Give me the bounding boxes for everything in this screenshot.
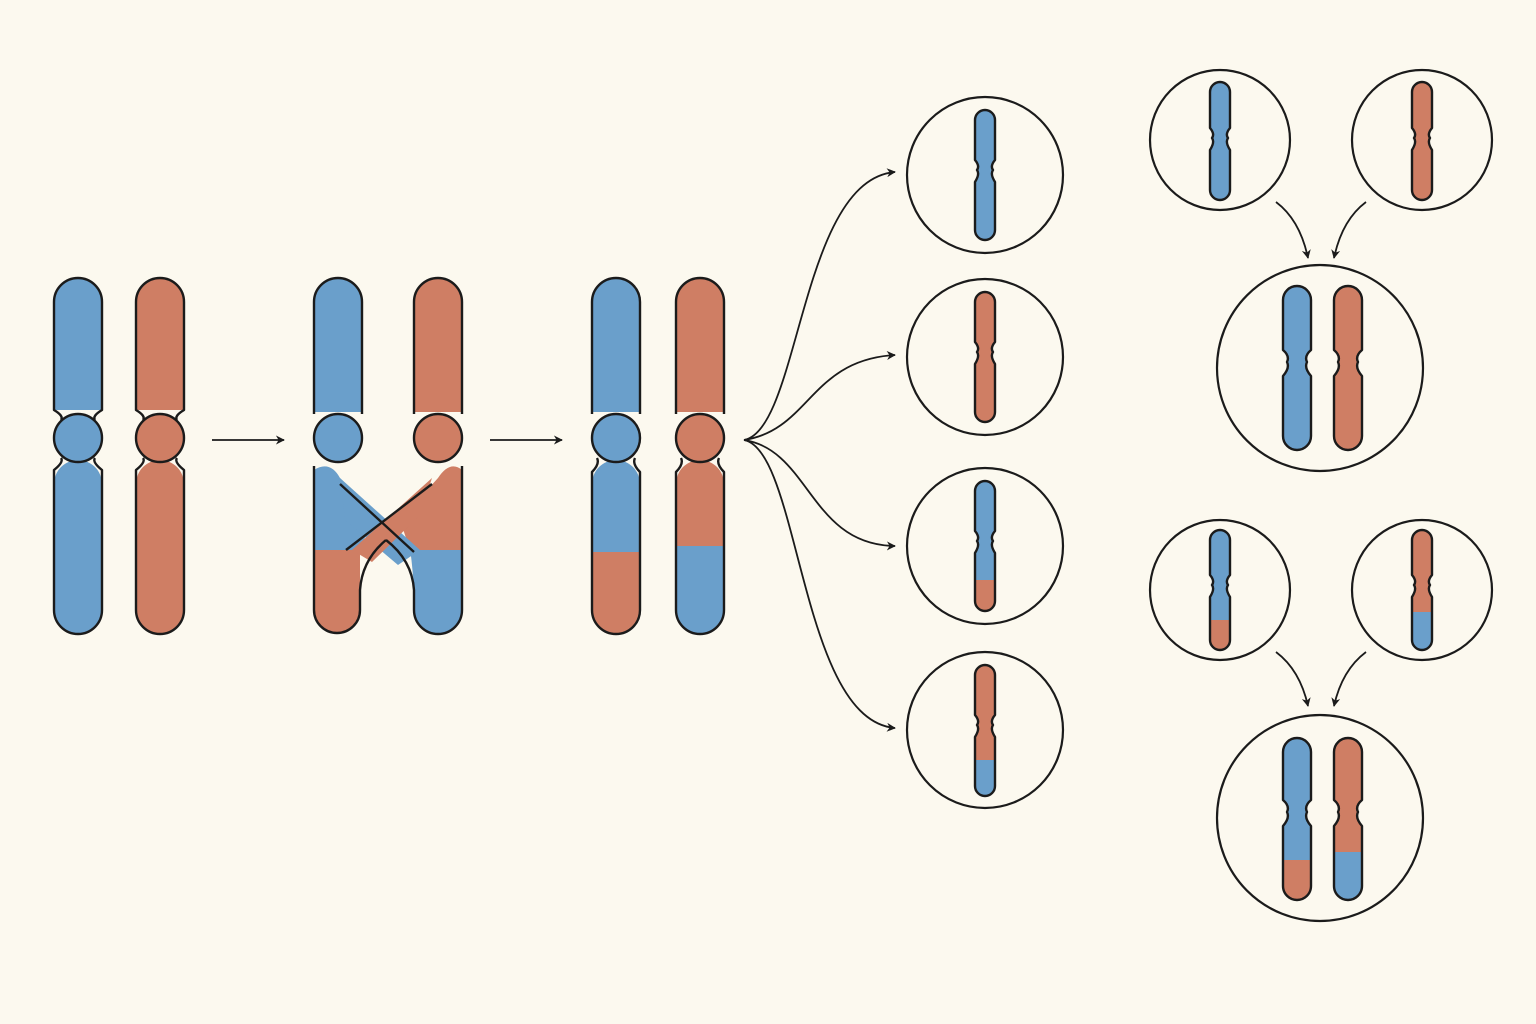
maternal-chromosome	[52, 276, 104, 636]
curved-arrow-icon	[1275, 651, 1311, 707]
branch-arrows	[743, 168, 896, 732]
crossover-chiasma	[312, 466, 464, 636]
curved-arrow-icon	[743, 439, 896, 732]
curved-arrow-icon	[743, 439, 896, 551]
gamete-recombinant-maternal	[1148, 518, 1292, 662]
recombinant-chromosome-maternal-top	[590, 276, 642, 636]
curved-arrow-icon	[743, 350, 896, 441]
fertilization-recombinant	[1148, 518, 1494, 923]
gamete-paternal	[905, 277, 1065, 437]
fertilization-parental	[1148, 68, 1494, 473]
curved-arrow-icon	[1275, 201, 1311, 259]
gamete-recombinant-maternal	[905, 466, 1065, 626]
gametes	[905, 95, 1065, 810]
curved-arrow-icon	[743, 168, 896, 441]
gamete-recombinant-paternal	[1350, 518, 1494, 662]
curved-arrow-icon	[1331, 651, 1367, 707]
recombinant-chromosome-paternal-top	[674, 276, 726, 636]
gamete-recombinant-paternal	[905, 650, 1065, 810]
paternal-chromosome-crossing	[412, 276, 464, 464]
gamete-maternal	[905, 95, 1065, 255]
gamete-maternal	[1148, 68, 1292, 212]
curved-arrow-icon	[1331, 201, 1367, 259]
gamete-paternal	[1350, 68, 1494, 212]
stage-homologous-pair	[52, 276, 186, 636]
paternal-chromosome	[134, 276, 186, 636]
zygote-recombinant	[1215, 713, 1425, 923]
stage-crossing-over	[312, 276, 464, 636]
maternal-chromosome-crossing	[312, 276, 364, 464]
zygote-parental	[1215, 263, 1425, 473]
stage-recombinant-pair	[590, 276, 726, 636]
